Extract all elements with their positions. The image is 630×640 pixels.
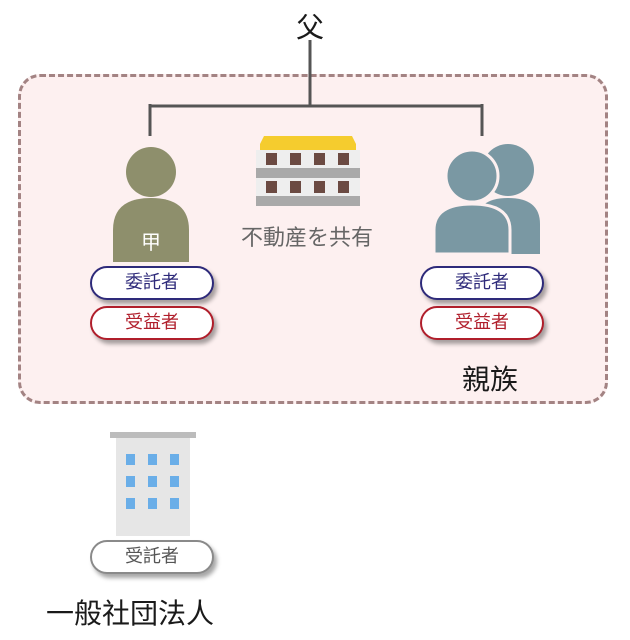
person-a-label: 甲 [141,230,161,254]
shared-property-label: 不動産を共有 [240,226,373,251]
relatives-settlor-badge: 委託者 [420,266,544,300]
person-a-figure-icon [113,147,189,262]
father-label: 父 [295,11,324,44]
relatives-group-icon [432,144,540,256]
relatives-beneficiary-badge: 受益者 [420,306,544,340]
shared-property-building-icon [256,136,360,206]
person-a-settlor-badge: 委託者 [90,266,214,300]
relatives-label: 親族 [461,363,518,396]
person-a-beneficiary-badge: 受益者 [90,306,214,340]
corporation-label: 一般社団法人 [46,597,215,630]
corporation-trustee-badge: 受託者 [90,540,214,574]
corporation-building-icon [110,432,196,536]
